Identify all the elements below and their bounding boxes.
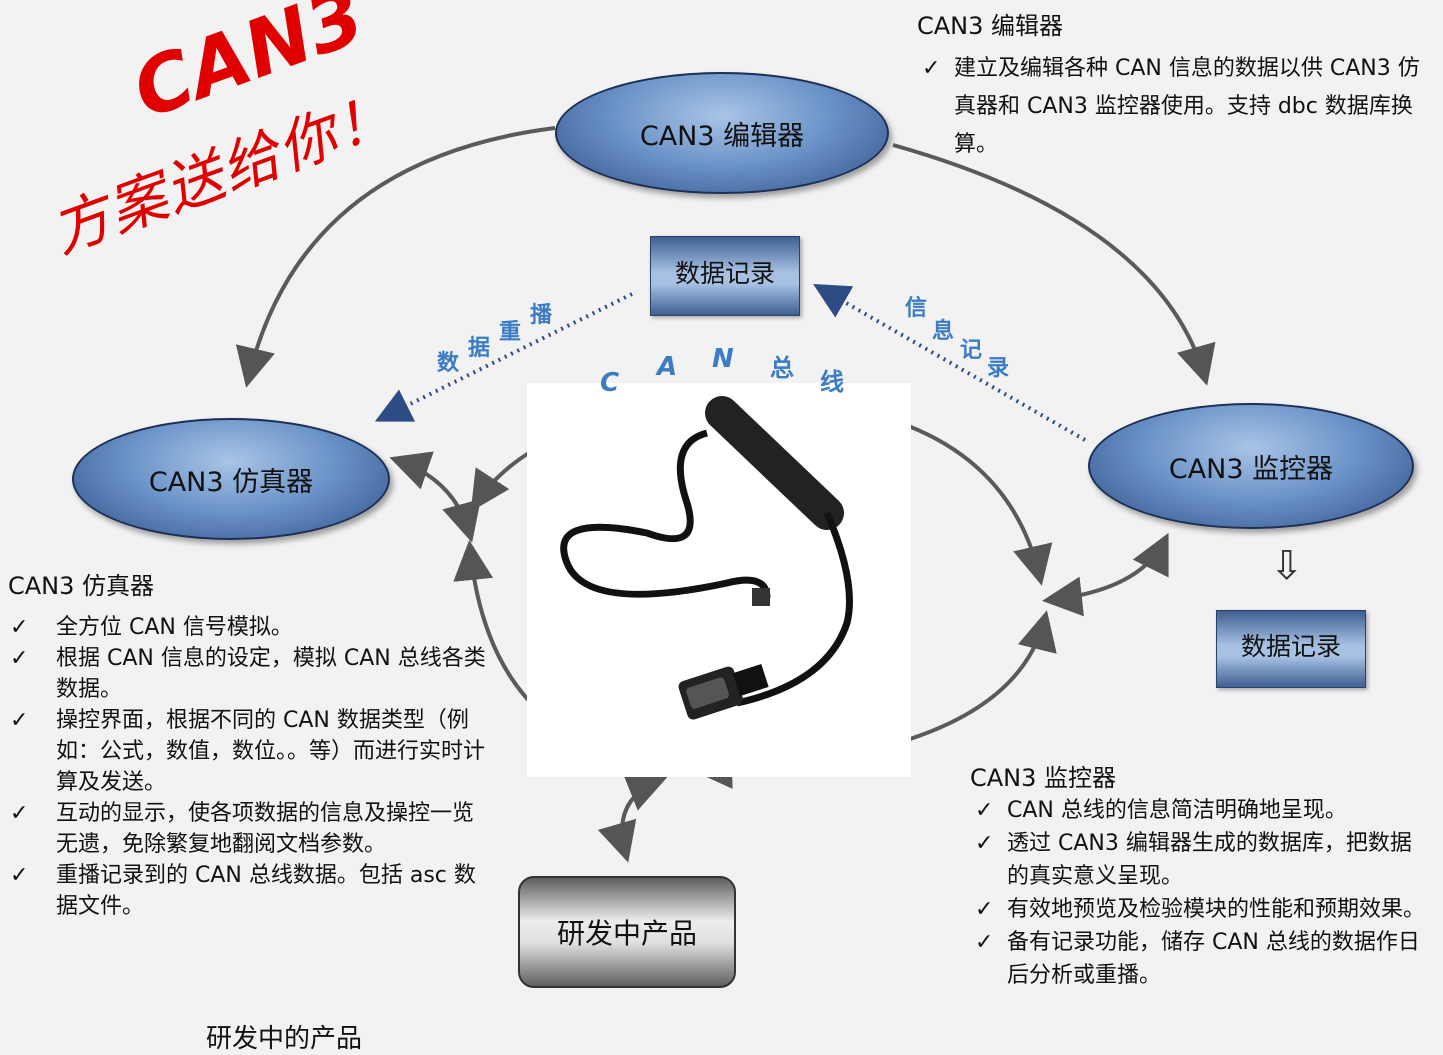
data-record-top: 数据记录 — [650, 236, 800, 316]
replay-char-4: 播 — [530, 303, 553, 328]
info-record-char-2: 息 — [932, 319, 955, 344]
bottom-caption: 研发中的产品 — [206, 1024, 363, 1054]
editor-bullet-list: 建立及编辑各种 CAN 信息的数据以供 CAN3 仿真器和 CAN3 监控器使用… — [920, 50, 1425, 164]
simulator-node: CAN3 仿真器 — [72, 418, 390, 540]
simulator-bullet: 互动的显示，使各项数据的信息及操控一览无遗，免除繁复地翻阅文档参数。 — [8, 798, 494, 860]
replay-char-2: 据 — [468, 336, 491, 361]
editor-section-title: CAN3 编辑器 — [917, 12, 1064, 40]
product-box: 研发中产品 — [518, 876, 736, 988]
simulator-bullet: 重播记录到的 CAN 总线数据。包括 asc 数据文件。 — [8, 860, 494, 922]
monitor-node-label: CAN3 监控器 — [1168, 453, 1334, 485]
editor-node: CAN3 编辑器 — [555, 72, 889, 194]
can-bus-char-5: 线 — [820, 368, 844, 396]
can-bus-char-1: C — [600, 368, 620, 398]
data-record-right: 数据记录 — [1216, 610, 1366, 688]
monitor-bullet: 有效地预览及检验模块的性能和预期效果。 — [973, 893, 1428, 926]
usb-can-cable-icon — [560, 396, 853, 720]
simulator-bullet-list: 全方位 CAN 信号模拟。 根据 CAN 信息的设定，模拟 CAN 总线各类数据… — [8, 612, 494, 922]
replay-char-3: 重 — [499, 320, 522, 345]
can-bus-char-3: N — [712, 344, 734, 374]
monitor-bullet: 透过 CAN3 编辑器生成的数据库，把数据的真实意义呈现。 — [973, 827, 1428, 893]
simulator-section-title: CAN3 仿真器 — [8, 572, 155, 600]
simulator-bullet: 根据 CAN 信息的设定，模拟 CAN 总线各类数据。 — [8, 643, 494, 705]
simulator-bullet: 操控界面，根据不同的 CAN 数据类型（例如：公式，数值，数位。。等）而进行实时… — [8, 705, 494, 798]
down-arrow-icon: ⇩ — [1270, 543, 1304, 589]
info-record-char-4: 录 — [987, 356, 1010, 381]
monitor-bullet-list: CAN 总线的信息简洁明确地呈现。 透过 CAN3 编辑器生成的数据库，把数据的… — [973, 794, 1428, 992]
can-bus-char-2: A — [657, 352, 678, 382]
can-bus-char-4: 总 — [770, 354, 794, 382]
info-record-char-3: 记 — [960, 338, 983, 363]
replay-char-1: 数 — [437, 351, 460, 376]
product-box-label: 研发中产品 — [556, 917, 697, 950]
info-record-char-1: 信 — [905, 296, 928, 321]
editor-bullet: 建立及编辑各种 CAN 信息的数据以供 CAN3 仿真器和 CAN3 监控器使用… — [920, 50, 1425, 164]
data-record-right-label: 数据记录 — [1240, 632, 1341, 661]
simulator-bullet: 全方位 CAN 信号模拟。 — [8, 612, 494, 643]
data-record-top-label: 数据记录 — [674, 259, 775, 288]
monitor-section-title: CAN3 监控器 — [970, 764, 1117, 792]
monitor-node: CAN3 监控器 — [1088, 403, 1414, 529]
simulator-node-label: CAN3 仿真器 — [148, 466, 314, 498]
can-interface-photo — [527, 383, 911, 777]
monitor-bullet: 备有记录功能，储存 CAN 总线的数据作日后分析或重播。 — [973, 926, 1428, 992]
monitor-bullet: CAN 总线的信息简洁明确地呈现。 — [973, 794, 1428, 827]
editor-node-label: CAN3 编辑器 — [639, 120, 805, 152]
